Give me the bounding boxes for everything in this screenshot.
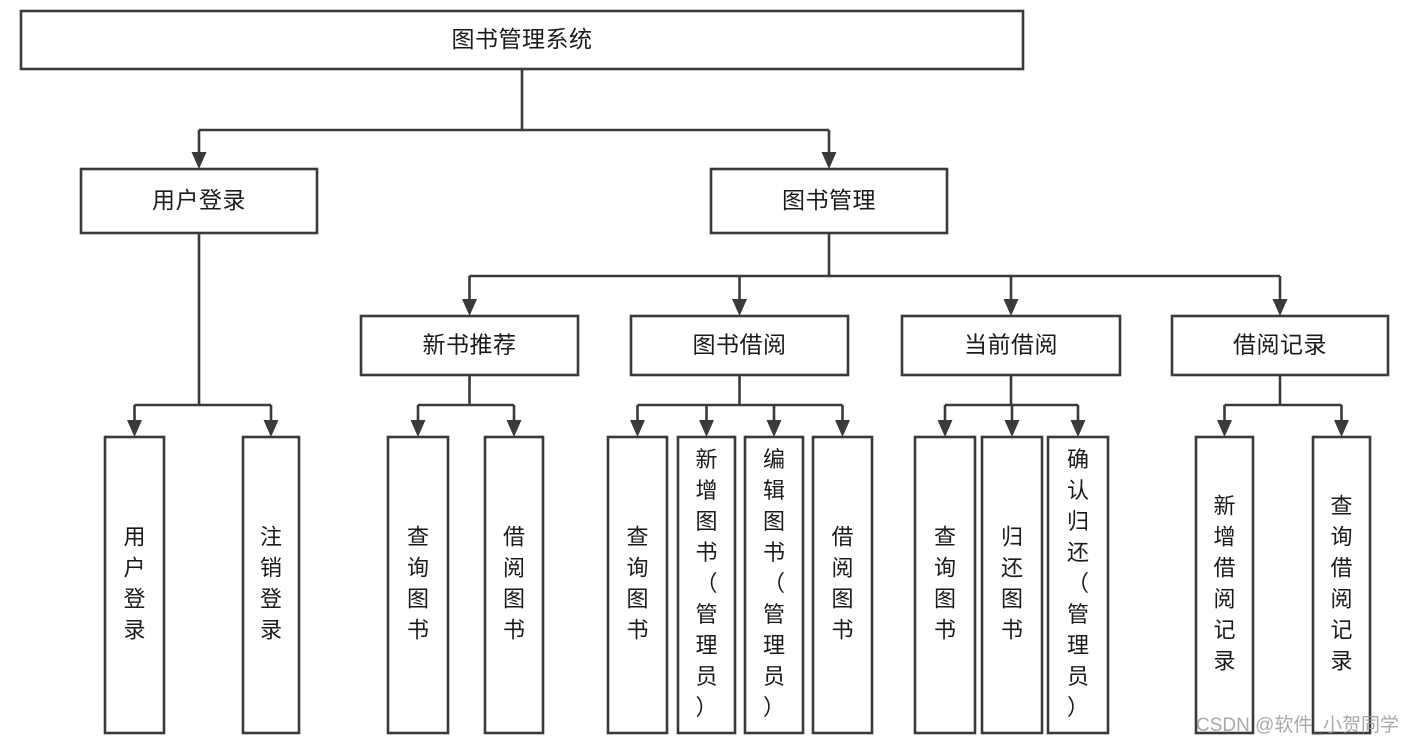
node-box-new-book-recommend[interactable]: [359, 314, 580, 377]
connector-group-user-login: [127, 233, 279, 437]
node-leaf-user-logout[interactable]: 注销登录: [241, 435, 301, 735]
node-box-book-management[interactable]: [709, 167, 949, 235]
node-box-user-login[interactable]: [79, 167, 319, 235]
node-label-leaf-user-logout: 注销登录: [260, 524, 282, 642]
node-box-borrow-record[interactable]: [1170, 314, 1390, 377]
node-box-leaf-user-login[interactable]: [103, 435, 166, 735]
node-box-leaf-query-borrow-record[interactable]: [1311, 435, 1372, 735]
node-box-leaf-return-books[interactable]: [980, 435, 1044, 735]
node-box-leaf-confirm-return-admin[interactable]: [1046, 435, 1110, 735]
connector-group-book-management: [462, 233, 1288, 316]
node-box-leaf-query-books-borrow[interactable]: [606, 435, 669, 735]
node-label-leaf-add-book-admin: 新增图书（管理员）: [695, 447, 717, 720]
arrow-head-borrow-record: [1272, 299, 1288, 316]
node-label-leaf-query-books-current: 查询图书: [934, 524, 956, 642]
arrow-head-leaf-user-login: [127, 420, 142, 437]
arrow-head-leaf-add-book-admin: [699, 420, 714, 437]
node-box-leaf-borrow-books[interactable]: [811, 435, 874, 735]
arrow-head-leaf-user-logout: [263, 420, 279, 437]
node-label-leaf-query-borrow-record: 查询借阅记录: [1330, 493, 1352, 673]
node-new-book-recommend[interactable]: 新书推荐: [359, 314, 580, 377]
node-label-borrow-record: 借阅记录: [1233, 332, 1327, 358]
node-leaf-query-books-borrow[interactable]: 查询图书: [606, 435, 669, 735]
node-leaf-borrow-books[interactable]: 借阅图书: [811, 435, 874, 735]
node-leaf-query-books-current[interactable]: 查询图书: [913, 435, 977, 735]
node-box-root[interactable]: [19, 9, 1025, 71]
node-leaf-query-borrow-record[interactable]: 查询借阅记录: [1311, 435, 1372, 735]
node-box-leaf-edit-book-admin[interactable]: [743, 435, 805, 735]
node-book-management[interactable]: 图书管理: [709, 167, 949, 235]
node-label-user-login: 用户登录: [152, 187, 246, 213]
arrow-head-leaf-borrow-books-recommend: [506, 420, 522, 437]
node-borrow-record[interactable]: 借阅记录: [1170, 314, 1390, 377]
node-leaf-user-login[interactable]: 用户登录: [103, 435, 166, 735]
arrow-head-leaf-borrow-books: [835, 420, 850, 437]
node-label-book-management: 图书管理: [782, 187, 876, 213]
node-root[interactable]: 图书管理系统: [19, 9, 1025, 71]
arrow-head-user-login: [191, 152, 207, 169]
node-box-leaf-borrow-books-recommend[interactable]: [483, 435, 545, 735]
arrow-head-book-management: [821, 152, 837, 169]
node-label-leaf-add-borrow-record: 新增借阅记录: [1213, 493, 1235, 673]
node-label-leaf-edit-book-admin: 编辑图书（管理员）: [763, 447, 785, 720]
watermark-label: CSDN @软件_小贺同学: [1196, 714, 1399, 736]
arrow-head-current-borrow: [1003, 299, 1019, 316]
node-leaf-add-borrow-record[interactable]: 新增借阅记录: [1194, 435, 1255, 735]
node-leaf-confirm-return-admin[interactable]: 确认归还（管理员）: [1046, 435, 1110, 735]
node-leaf-query-books-recommend[interactable]: 查询图书: [386, 435, 450, 735]
node-label-leaf-query-books-recommend: 查询图书: [407, 524, 429, 642]
node-label-book-borrow: 图书借阅: [693, 332, 787, 358]
node-leaf-edit-book-admin[interactable]: 编辑图书（管理员）: [743, 435, 805, 735]
node-box-current-borrow[interactable]: [900, 314, 1122, 377]
node-box-leaf-query-books-current[interactable]: [913, 435, 977, 735]
connector-group-new-book-recommend: [410, 375, 522, 437]
node-box-leaf-add-book-admin[interactable]: [676, 435, 737, 735]
node-label-leaf-confirm-return-admin: 确认归还（管理员）: [1067, 447, 1089, 720]
arrow-head-leaf-query-borrow-record: [1334, 420, 1349, 437]
node-current-borrow[interactable]: 当前借阅: [900, 314, 1122, 377]
node-label-new-book-recommend: 新书推荐: [423, 332, 517, 358]
node-label-leaf-borrow-books: 借阅图书: [831, 524, 853, 642]
node-book-borrow[interactable]: 图书借阅: [629, 314, 850, 377]
node-label-leaf-borrow-books-recommend: 借阅图书: [503, 524, 525, 642]
arrow-head-leaf-return-books: [1004, 420, 1020, 437]
node-label-root: 图书管理系统: [452, 26, 593, 52]
node-box-leaf-user-logout[interactable]: [241, 435, 301, 735]
node-label-leaf-user-login: 用户登录: [123, 524, 145, 642]
node-leaf-return-books[interactable]: 归还图书: [980, 435, 1044, 735]
node-label-current-borrow: 当前借阅: [964, 332, 1058, 358]
connector-group-borrow-record: [1217, 375, 1349, 437]
node-box-book-borrow[interactable]: [629, 314, 850, 377]
node-leaf-add-book-admin[interactable]: 新增图书（管理员）: [676, 435, 737, 735]
arrow-head-new-book-recommend: [462, 299, 477, 316]
arrow-head-leaf-confirm-return-admin: [1070, 420, 1086, 437]
arrow-head-book-borrow: [732, 299, 747, 316]
connector-layer: [127, 69, 1349, 437]
connector-group-current-borrow: [937, 375, 1086, 437]
node-box-leaf-query-books-recommend[interactable]: [386, 435, 450, 735]
arrow-head-leaf-query-books-current: [937, 420, 953, 437]
connector-group-root: [191, 69, 837, 169]
node-label-leaf-query-books-borrow: 查询图书: [626, 524, 648, 642]
node-box-leaf-add-borrow-record[interactable]: [1194, 435, 1255, 735]
node-label-leaf-return-books: 归还图书: [1001, 524, 1023, 642]
arrow-head-leaf-add-borrow-record: [1217, 420, 1232, 437]
node-leaf-borrow-books-recommend[interactable]: 借阅图书: [483, 435, 545, 735]
node-layer: 图书管理系统用户登录图书管理新书推荐图书借阅当前借阅借阅记录用户登录注销登录查询…: [19, 9, 1390, 735]
arrow-head-leaf-edit-book-admin: [766, 420, 782, 437]
connector-group-book-borrow: [630, 375, 850, 437]
arrow-head-leaf-query-books-recommend: [410, 420, 426, 437]
arrow-head-leaf-query-books-borrow: [630, 420, 645, 437]
node-user-login[interactable]: 用户登录: [79, 167, 319, 235]
